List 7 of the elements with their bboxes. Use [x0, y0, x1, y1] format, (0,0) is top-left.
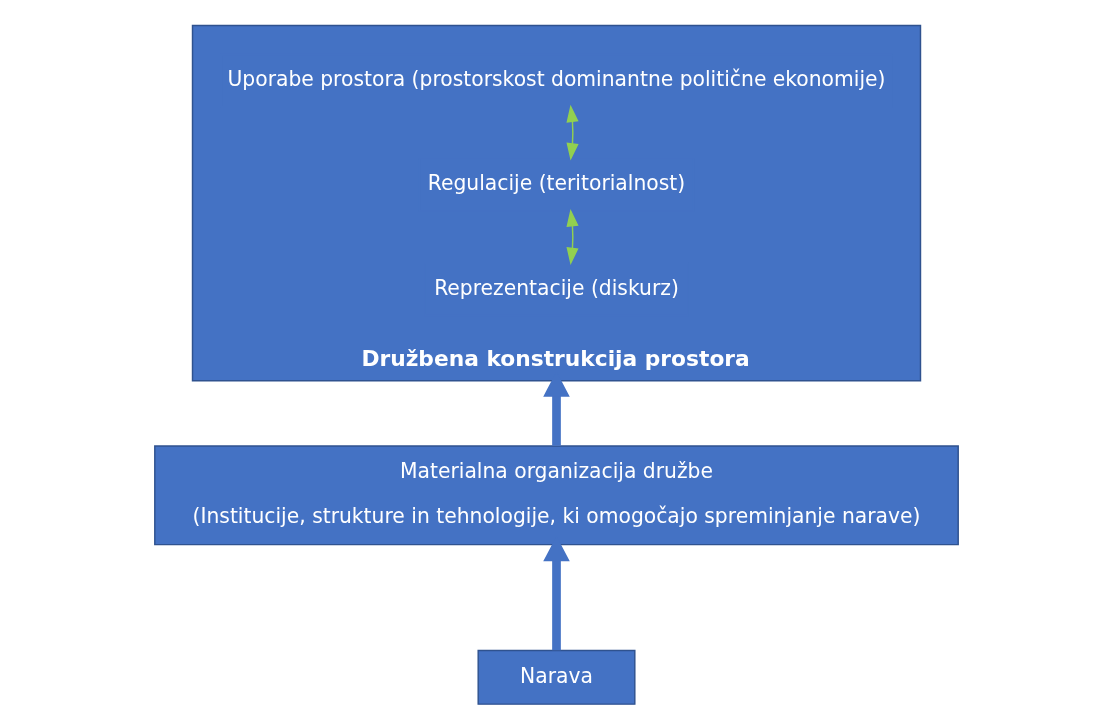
node-text: Regulacije (teritorialnost) [427, 171, 686, 196]
node-text: Uporabe prostora (prostorskost dominantne politične ekonomije) [227, 66, 886, 91]
node-text: Reprezentacije (diskurz) [434, 275, 679, 300]
arrow [566, 209, 579, 266]
node-box: Materialna organizacija družbe (Institucije, strukture in tehnologije, ki omogočajo spreminjanje narave) [154, 445, 959, 546]
node-box: Narava [477, 649, 636, 705]
arrow [566, 104, 579, 161]
